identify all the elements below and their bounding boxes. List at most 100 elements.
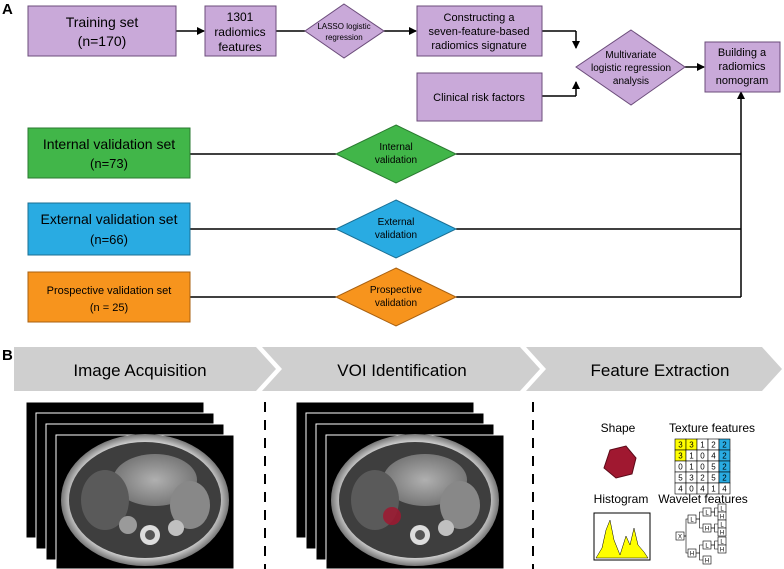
- wavelet-node: [702, 523, 712, 533]
- wavelet-edge: [684, 535, 688, 554]
- texture-cell-value: 0: [700, 452, 705, 461]
- stage-banner-3: [526, 347, 782, 391]
- texture-cell-value: 2: [722, 474, 727, 483]
- mri-stack-voi: [295, 401, 505, 569]
- wavelet-edge: [696, 511, 703, 520]
- stage-banner-1: [14, 347, 276, 391]
- texture-cell-value: 0: [678, 463, 683, 472]
- texture-cell-value: 0: [700, 463, 705, 472]
- internal-validation-set-box: Internal validation set (n=73): [27, 127, 191, 179]
- clinical-line1: Clinical risk factors: [433, 92, 525, 104]
- features-line3: features: [218, 40, 261, 54]
- internal-set-title: Internal validation set: [43, 136, 175, 152]
- external-set-count: (n=66): [90, 232, 128, 247]
- wavelet-node: [687, 514, 697, 524]
- wavelet-node-label: H: [705, 527, 709, 533]
- texture-cell-value: 1: [689, 452, 694, 461]
- wavelet-node: [702, 555, 712, 565]
- wavelet-edge: [711, 544, 718, 550]
- signature-line3: radiomics signature: [431, 40, 526, 52]
- wavelet-node-label: L: [705, 511, 709, 517]
- stage-banner: Image Acquisition VOI Identification Fea…: [14, 347, 782, 391]
- internal-set-count: (n=73): [90, 156, 128, 171]
- mri-slice-image-voi: [331, 434, 499, 566]
- histogram-label: Histogram: [594, 492, 649, 506]
- training-set-title: Training set: [66, 14, 139, 30]
- prospective-diamond-line2: validation: [375, 298, 417, 309]
- texture-cell-value: 5: [678, 474, 683, 483]
- texture-cell-value: 3: [689, 474, 694, 483]
- texture-cell-value: 2: [722, 441, 727, 450]
- nomogram-box: Building a radiomics nomogram: [704, 41, 781, 93]
- internal-diamond-line1: Internal: [379, 142, 412, 153]
- nomogram-line1: Building a: [718, 47, 767, 59]
- texture-cell-value: 2: [722, 463, 727, 472]
- wavelet-node-label: L: [705, 544, 709, 550]
- wavelet-edge: [711, 523, 718, 529]
- connectors: [176, 27, 745, 298]
- multivariate-line2: logistic regression: [591, 63, 671, 74]
- shape-label: Shape: [601, 421, 636, 435]
- training-set-box: Training set (n=170): [27, 5, 177, 57]
- nomogram-line2: radiomics: [718, 61, 766, 73]
- external-diamond-line1: External: [378, 217, 415, 228]
- texture-cell-value: 4: [678, 485, 683, 494]
- texture-cell: [718, 482, 731, 495]
- texture-cell-value: 3: [678, 452, 683, 461]
- lasso-diamond: LASSO logistic regression: [304, 3, 385, 59]
- wavelet-edge: [696, 518, 703, 529]
- wavelet-node-label: H: [720, 548, 724, 554]
- wavelet-node-label: L: [720, 523, 724, 529]
- radiomics-features-box: 1301 radiomics features: [204, 5, 277, 57]
- signature-box: Constructing a seven-feature-based radio…: [416, 5, 543, 57]
- internal-diamond-line2: validation: [375, 155, 417, 166]
- panel-b-label: B: [2, 347, 13, 364]
- mri-slice-image: [61, 434, 229, 566]
- training-set-count: (n=170): [78, 33, 127, 49]
- signature-line2: seven-feature-based: [429, 26, 530, 38]
- wavelet-node: [702, 540, 712, 550]
- nomogram-line3: nomogram: [716, 75, 769, 87]
- wavelet-edge: [696, 544, 703, 554]
- wavelet-edge: [711, 507, 718, 513]
- texture-cell-value: 0: [689, 485, 694, 494]
- stage-voi-identification: VOI Identification: [337, 361, 466, 380]
- stage-image-acquisition: Image Acquisition: [73, 361, 206, 380]
- wavelet-node-label: H: [705, 559, 709, 565]
- wavelet-edge: [711, 527, 718, 533]
- wavelet-node-label: H: [690, 552, 694, 558]
- texture-cell-value: 1: [689, 463, 694, 472]
- histogram-icon: [593, 512, 651, 561]
- prospective-set-title: Prospective validation set: [47, 285, 172, 297]
- texture-cell-value: 2: [711, 441, 716, 450]
- mri-stack-acquisition: [25, 401, 235, 569]
- wavelet-label: Wavelet features: [658, 492, 748, 506]
- clinical-risk-box: Clinical risk factors: [416, 72, 543, 122]
- wavelet-edge: [696, 552, 703, 561]
- texture-cell-value: 2: [722, 452, 727, 461]
- multivariate-line1: Multivariate: [605, 50, 657, 61]
- wavelet-node-label: H: [720, 515, 724, 521]
- panel-a-label: A: [2, 1, 13, 18]
- wavelet-node-label: L: [720, 540, 724, 546]
- texture-cell-value: 3: [678, 441, 683, 450]
- wavelet-node-label: L: [720, 507, 724, 513]
- external-validation-set-box: External validation set (n=66): [27, 202, 191, 256]
- wavelet-edge: [711, 511, 718, 517]
- texture-cell-value: 1: [700, 441, 705, 450]
- lasso-line2: regression: [325, 33, 362, 42]
- voi-tumor-highlight: [383, 507, 401, 525]
- external-set-title: External validation set: [41, 211, 178, 227]
- texture-cell-value: 5: [711, 474, 716, 483]
- stage-banner-2: [262, 347, 540, 391]
- texture-cell-value: 5: [711, 463, 716, 472]
- lasso-line1: LASSO logistic: [317, 22, 370, 31]
- wavelet-node-label: X: [678, 535, 682, 541]
- prospective-validation-set-box: Prospective validation set (n = 25): [27, 271, 191, 323]
- external-validation-diamond: External validation: [334, 199, 458, 259]
- wavelet-node: [702, 507, 712, 517]
- texture-cell-value: 1: [711, 485, 716, 494]
- shape-3d-icon: [603, 445, 637, 479]
